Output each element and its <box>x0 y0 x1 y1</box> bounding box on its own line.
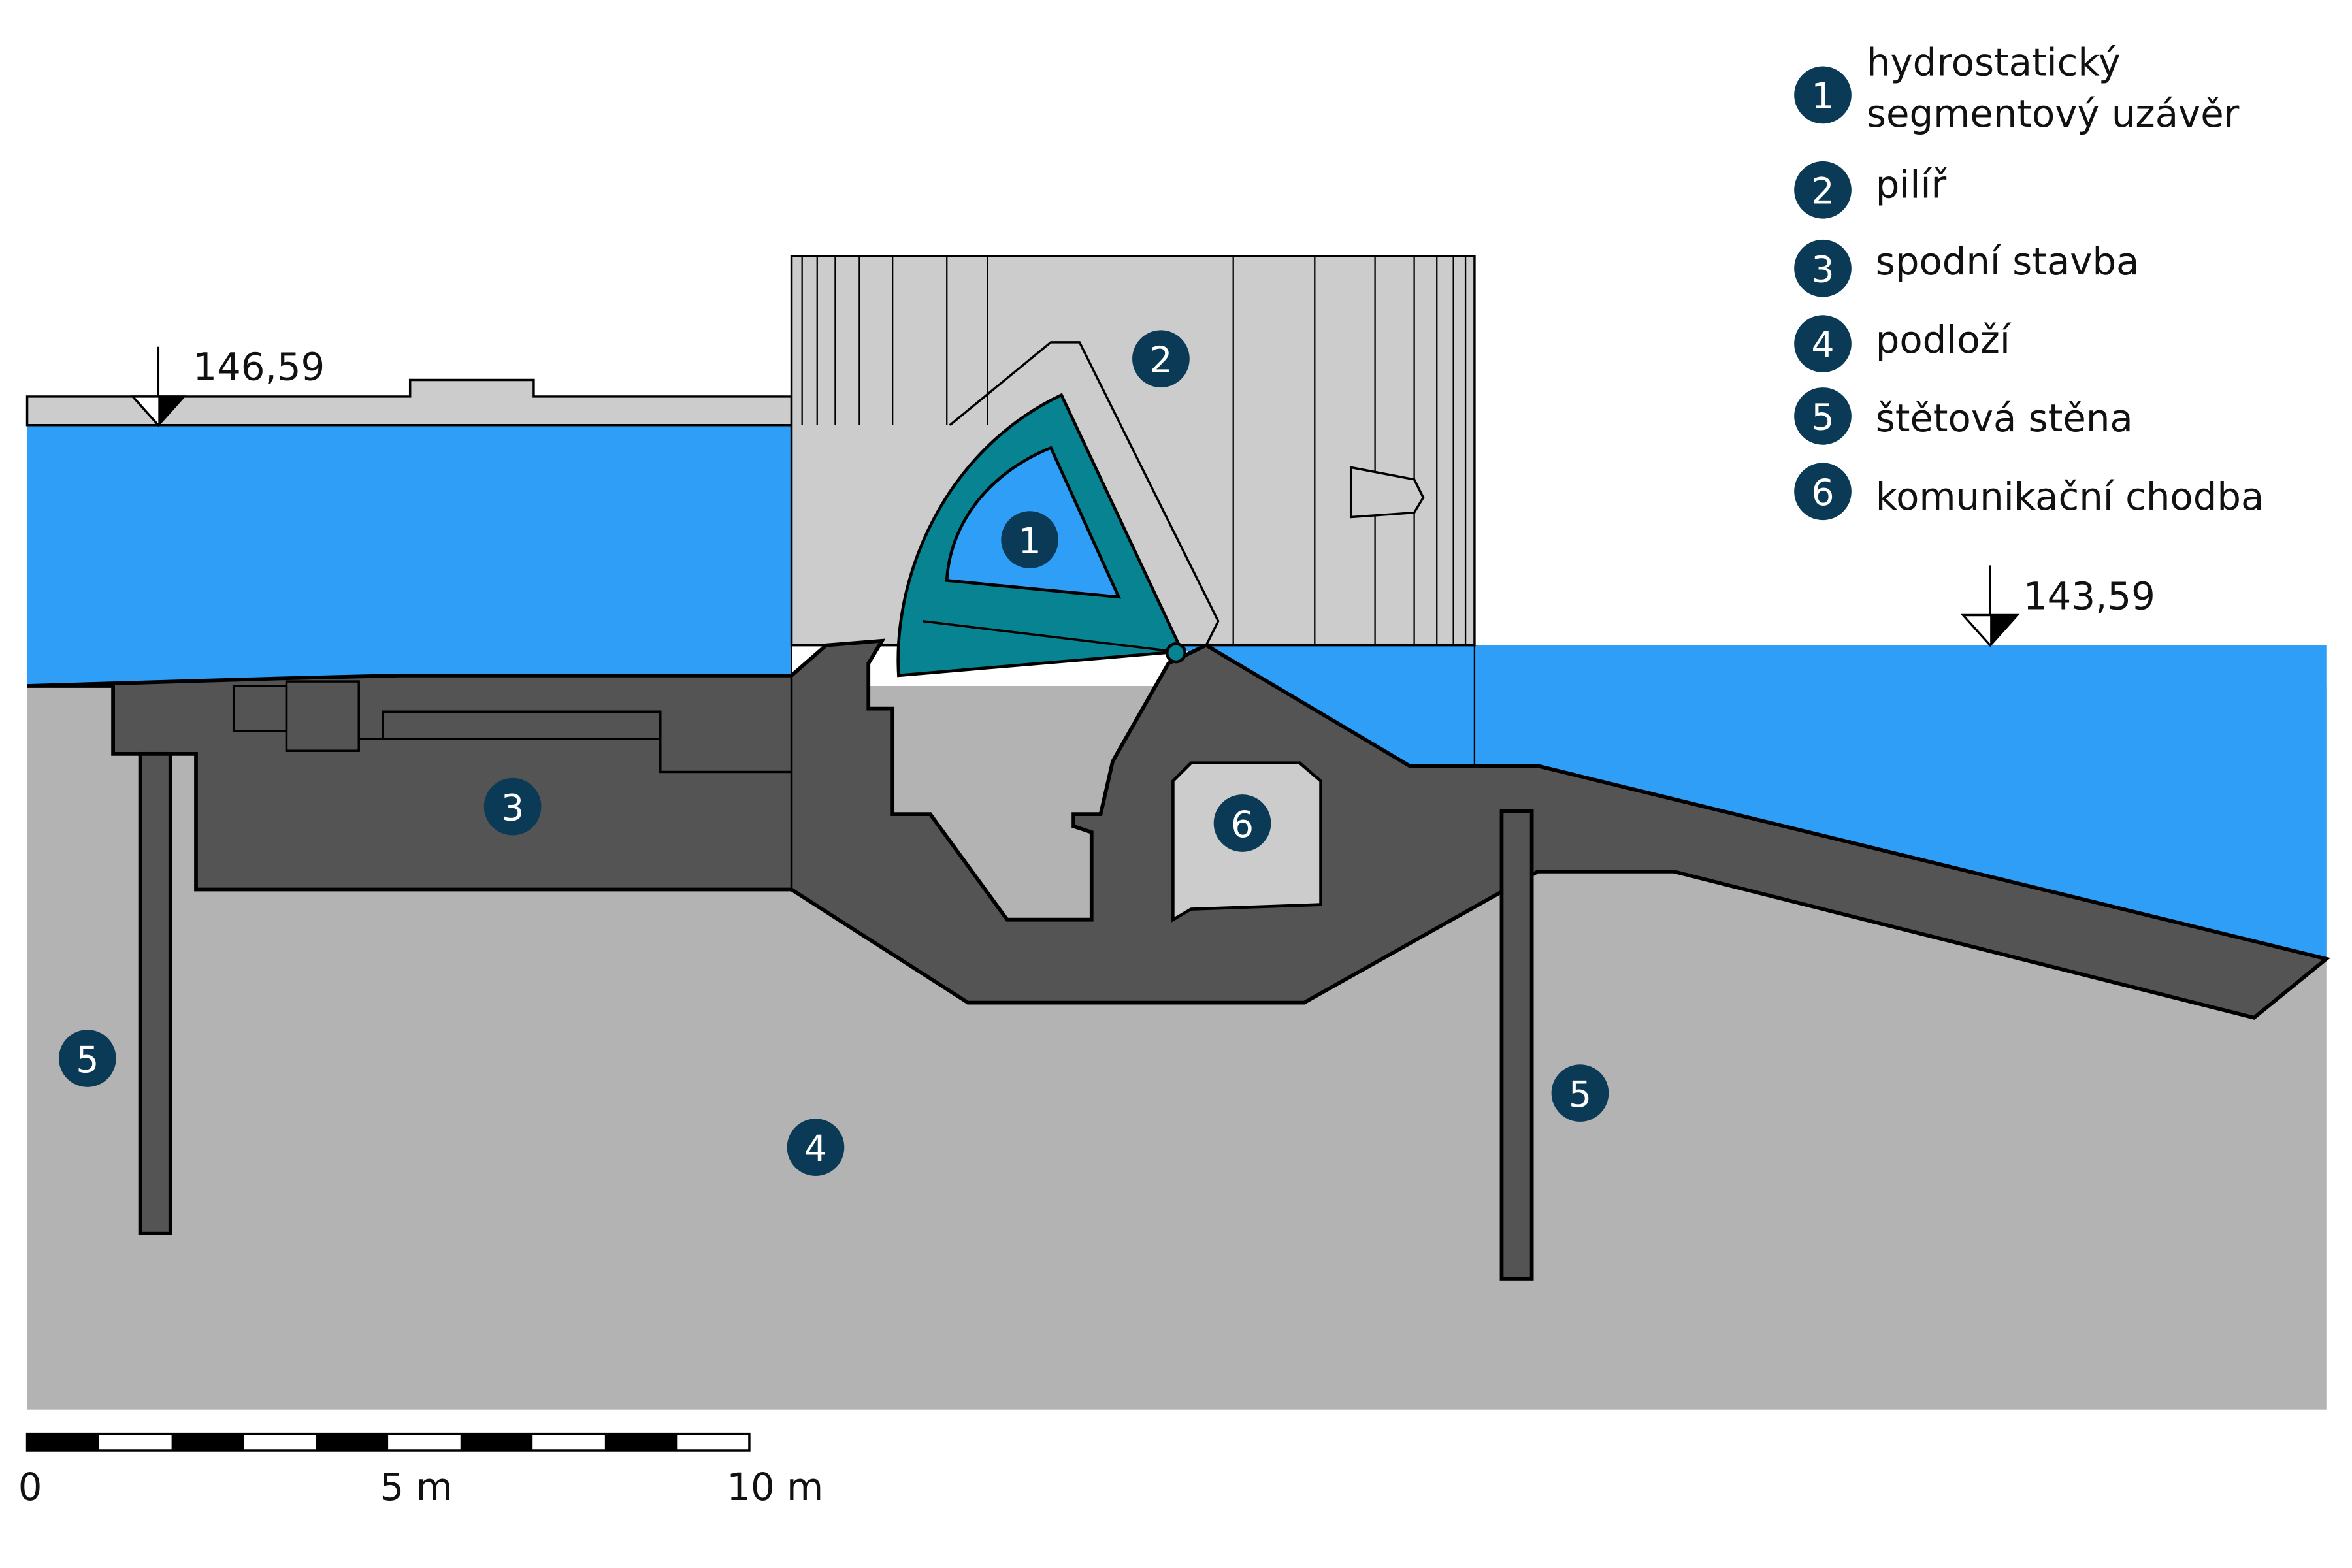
svg-text:5: 5 <box>1811 397 1834 439</box>
marker-substructure: 3 <box>483 777 542 836</box>
svg-text:1: 1 <box>1811 76 1834 118</box>
downstream-level-label: 143,59 <box>2023 574 2155 618</box>
legend-item-6: 6 komunikační chodba <box>1794 463 2264 521</box>
svg-text:4: 4 <box>804 1128 827 1170</box>
marker-subsoil: 4 <box>787 1119 845 1176</box>
scale-bar-segment <box>171 1433 244 1450</box>
legend-label-3: spodní stavba <box>1876 239 2140 284</box>
scale-bar-segment <box>99 1433 172 1450</box>
legend: 1 hydrostatický segmentový uzávěr 2 pilí… <box>1794 40 2264 521</box>
scale-bar-segment <box>677 1433 749 1450</box>
legend-item-4: 4 podloží <box>1794 315 2012 372</box>
sheet-pile-wall-downstream <box>1499 809 1534 1281</box>
sheet-pile-wall-upstream <box>138 751 172 1235</box>
hydraulic-cylinder <box>1349 466 1425 519</box>
scale-bar-segment <box>388 1433 461 1450</box>
crest-walkway <box>25 378 793 427</box>
scale-bar-segment <box>460 1433 533 1450</box>
svg-text:1: 1 <box>1019 521 1041 563</box>
scale-bar-segment <box>244 1433 316 1450</box>
downstream-water <box>1176 645 2327 959</box>
legend-label-1b: segmentový uzávěr <box>1867 91 2240 136</box>
scale-bar-segment <box>532 1433 605 1450</box>
legend-item-2: 2 pilíř <box>1794 161 1947 219</box>
downstream-level-marker: 143,59 <box>1960 565 2155 647</box>
scale-bar-segment <box>27 1433 100 1450</box>
gate-hinge <box>1165 642 1187 664</box>
legend-label-6: komunikační chodba <box>1876 474 2264 519</box>
scale-label-end: 10 m <box>727 1465 823 1509</box>
scale-bar: 0 5 m 10 m <box>18 1432 823 1509</box>
upstream-water <box>27 425 792 686</box>
scale-bar-segment <box>604 1433 678 1450</box>
marker-gallery: 6 <box>1213 794 1271 852</box>
scale-bar-segment <box>316 1433 389 1450</box>
legend-label-5: štětová stěna <box>1876 396 2133 440</box>
legend-item-3: 3 spodní stavba <box>1794 239 2139 297</box>
svg-text:3: 3 <box>1811 250 1834 291</box>
svg-text:3: 3 <box>501 787 524 829</box>
legend-label-2: pilíř <box>1876 162 1948 206</box>
svg-text:4: 4 <box>1811 325 1834 367</box>
legend-label-1a: hydrostatický <box>1867 40 2121 84</box>
upstream-level-marker: 146,59 <box>130 345 325 427</box>
marker-gate: 1 <box>1001 511 1058 568</box>
svg-text:6: 6 <box>1811 472 1834 514</box>
legend-label-4: podloží <box>1876 318 2012 362</box>
legend-item-5: 5 štětová stěna <box>1794 387 2133 445</box>
svg-text:2: 2 <box>1811 171 1834 213</box>
marker-pier: 2 <box>1132 330 1190 388</box>
marker-sheet-pile-upstream: 5 <box>59 1030 116 1087</box>
scale-bar-segments <box>27 1433 749 1450</box>
upstream-level-label: 146,59 <box>193 345 325 389</box>
substructure-details <box>232 675 793 890</box>
marker-sheet-pile-downstream: 5 <box>1551 1064 1609 1122</box>
legend-item-1: 1 hydrostatický segmentový uzávěr <box>1794 40 2240 136</box>
svg-text:2: 2 <box>1149 340 1172 382</box>
svg-text:6: 6 <box>1231 804 1254 846</box>
scale-label-mid: 5 m <box>380 1465 453 1509</box>
svg-text:5: 5 <box>1569 1074 1592 1116</box>
svg-text:5: 5 <box>76 1039 99 1081</box>
scale-label-start: 0 <box>18 1465 42 1509</box>
